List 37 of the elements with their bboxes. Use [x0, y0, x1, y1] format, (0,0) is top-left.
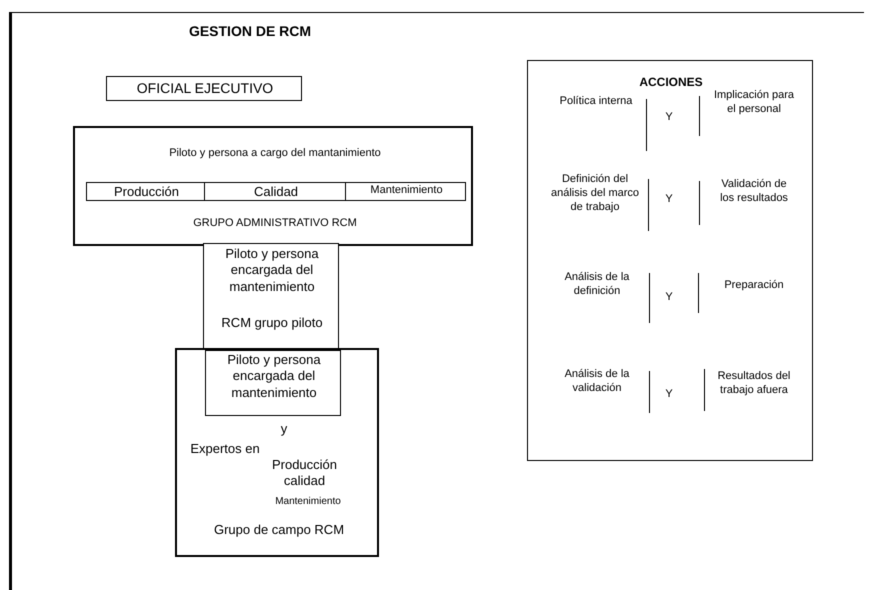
box-text: y — [280, 421, 288, 438]
box-text: ACCIONES — [638, 75, 704, 90]
box-text: Y — [664, 193, 674, 207]
group-box — [175, 348, 379, 557]
process-box — [205, 350, 341, 416]
box-text: Producción — [112, 184, 180, 200]
process-box — [203, 243, 339, 349]
box-text: Política interna — [558, 95, 634, 109]
box-text: Validación de los resultados — [719, 178, 789, 206]
box-text: Piloto y persona a cargo del mantanimiento — [168, 147, 382, 161]
process-box — [106, 76, 302, 101]
box-text: Implicación para el personal — [713, 89, 795, 116]
box-text: Resultados del trabajo afuera — [716, 370, 792, 398]
process-box — [345, 182, 466, 201]
group-box — [73, 126, 473, 246]
box-text: GRUPO ADMINISTRATIVO RCM — [192, 217, 358, 231]
box-text: Mantenimiento — [274, 496, 342, 508]
box-text: Grupo de campo RCM — [212, 522, 346, 538]
box-text: Expertos en — [189, 441, 261, 458]
box-text: Producción calidad — [270, 457, 338, 490]
box-text: Y — [664, 291, 674, 305]
process-box — [86, 182, 205, 201]
box-text: Preparación — [723, 279, 785, 293]
box-text: Y — [664, 388, 674, 402]
box-text: OFICIAL EJECUTIVO — [136, 80, 274, 98]
box-text: Y — [664, 111, 674, 125]
box-text: Análisis de la definición — [564, 271, 630, 298]
process-box — [527, 60, 813, 461]
box-text: Piloto y persona encargada del mantenimiento — [226, 352, 322, 401]
box-text: Piloto y persona encargada del mantenimiento — [224, 246, 320, 295]
box-text: RCM grupo piloto — [220, 315, 324, 332]
diagram-title: GESTION DE RCM — [188, 23, 312, 40]
box-text: Calidad — [252, 184, 300, 200]
process-box — [204, 182, 346, 201]
box-text: Definición del análisis del marco de trabajo — [550, 173, 640, 214]
box-text: Mantenimiento — [369, 184, 444, 198]
box-text: Análisis de la validación — [564, 368, 630, 396]
